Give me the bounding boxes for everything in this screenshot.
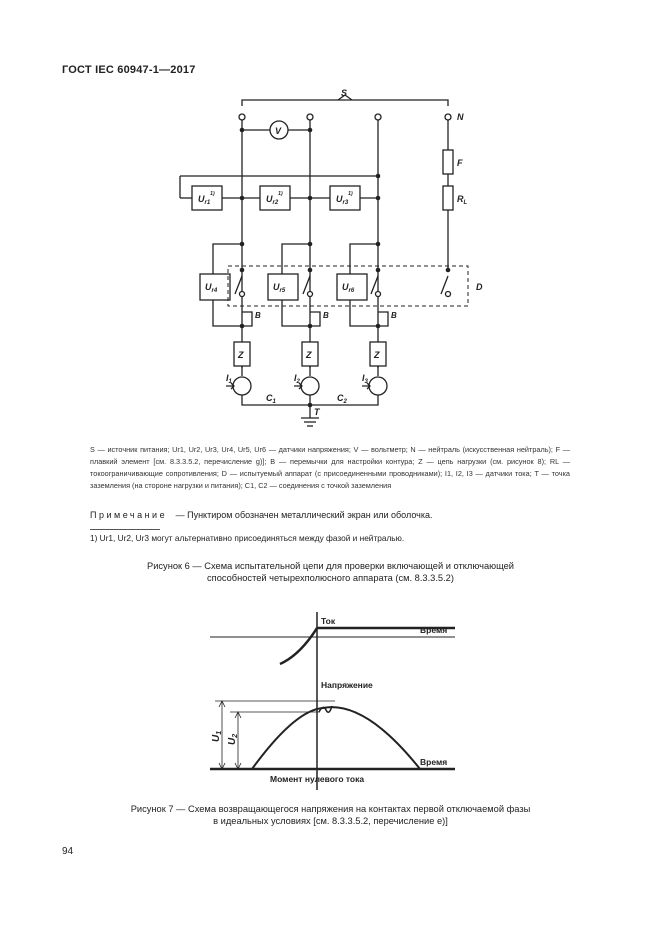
label-U1: U1 — [211, 731, 223, 742]
label-B2: B — [323, 311, 329, 320]
label-N: N — [457, 112, 464, 122]
bridge-B3 — [378, 311, 389, 327]
label-S: S — [341, 88, 347, 98]
label-C1: C1 — [266, 393, 277, 405]
bridge-B1 — [242, 311, 253, 327]
current-curve — [279, 627, 319, 666]
figure-6-caption-line-2: способностей четырехполюсного аппарата (… — [207, 573, 454, 583]
label-I1: I1 — [226, 373, 233, 385]
figure-7-caption-line-1: Рисунок 7 — Схема возвращающегося напряж… — [130, 804, 531, 814]
voltage-sensor-Ur3 — [329, 185, 361, 211]
source-brace-tip — [337, 94, 353, 101]
label-Ur2: Ur21) — [266, 191, 283, 206]
current-sensor-I3 — [368, 376, 388, 396]
label-current: Ток — [321, 616, 336, 626]
label-I2: I2 — [294, 373, 301, 385]
label-Ur3: Ur31) — [336, 191, 353, 206]
figure-6-caption: Рисунок 6 — Схема испытательной цепи для… — [0, 560, 661, 584]
label-Ur5: Ur5 — [273, 282, 286, 294]
switch-pole-N — [440, 275, 449, 295]
label-Z2: Z — [305, 350, 312, 360]
figure-6-caption-line-1: Рисунок 6 — Схема испытательной цепи для… — [147, 561, 514, 571]
source-brace — [241, 99, 449, 106]
current-sensor-I2 — [300, 376, 320, 396]
voltage-curve — [251, 706, 421, 770]
label-B1: B — [255, 311, 261, 320]
voltage-sensor-Ur1 — [191, 185, 223, 211]
loop-Ur6 — [349, 243, 378, 327]
label-Ur1: Ur11) — [198, 191, 215, 206]
figure-6-note: Примечание — Пунктиром обозначен металли… — [90, 510, 432, 520]
label-voltage: Напряжение — [321, 680, 373, 690]
label-Ur4: Ur4 — [205, 282, 218, 294]
voltage-sensor-Ur5 — [267, 273, 299, 301]
note-text: — Пунктиром обозначен металлический экра… — [175, 510, 433, 520]
label-U2: U2 — [227, 734, 239, 745]
page-number: 94 — [62, 846, 74, 857]
label-time-bottom: Время — [420, 757, 447, 767]
label-V: V — [275, 126, 282, 136]
current-sensor-I1 — [232, 376, 252, 396]
switch-pole-2 — [302, 275, 311, 295]
label-Z1: Z — [237, 350, 244, 360]
switch-pole-1 — [234, 275, 243, 295]
label-time-top: Время — [420, 625, 447, 635]
loop-Ur5 — [281, 243, 310, 327]
switch-pole-3 — [370, 275, 379, 295]
voltage-sensor-Ur2 — [259, 185, 291, 211]
label-D: D — [476, 282, 483, 292]
figure-7-recovery-voltage — [210, 612, 455, 790]
label-B3: B — [391, 311, 397, 320]
footnote-rule — [90, 529, 160, 530]
resistor-RL — [442, 185, 454, 211]
loop-Ur4 — [212, 243, 242, 327]
bridge-B2 — [310, 311, 321, 327]
label-T: T — [314, 407, 321, 417]
document-header: ГОСТ IEC 60947-1—2017 — [62, 64, 196, 76]
voltage-sensor-Ur6 — [336, 273, 368, 301]
voltmeter-V — [269, 120, 289, 140]
label-zero-current-moment: Момент нулевого тока — [270, 774, 364, 784]
voltage-sensor-Ur4 — [199, 273, 231, 301]
label-Ur6: Ur6 — [342, 282, 355, 294]
metal-enclosure-dashed — [227, 265, 469, 307]
note-title: Примечание — [90, 510, 168, 520]
label-F: F — [457, 158, 463, 168]
label-RL: RL — [457, 194, 468, 206]
label-I3: I3 — [362, 373, 369, 385]
label-C2: C2 — [337, 393, 348, 405]
footnote: 1) Ur1, Ur2, Ur3 могут альтернативно при… — [90, 533, 405, 543]
label-Z3: Z — [373, 350, 380, 360]
figure-6-legend: S — источник питания; Ur1, Ur2, Ur3, Ur4… — [90, 445, 570, 490]
fuse-F — [442, 149, 454, 175]
figure-7-caption-line-2: в идеальных условиях [см. 8.3.3.5.2, пер… — [213, 816, 448, 826]
figure-7-caption: Рисунок 7 — Схема возвращающегося напряж… — [0, 803, 661, 827]
